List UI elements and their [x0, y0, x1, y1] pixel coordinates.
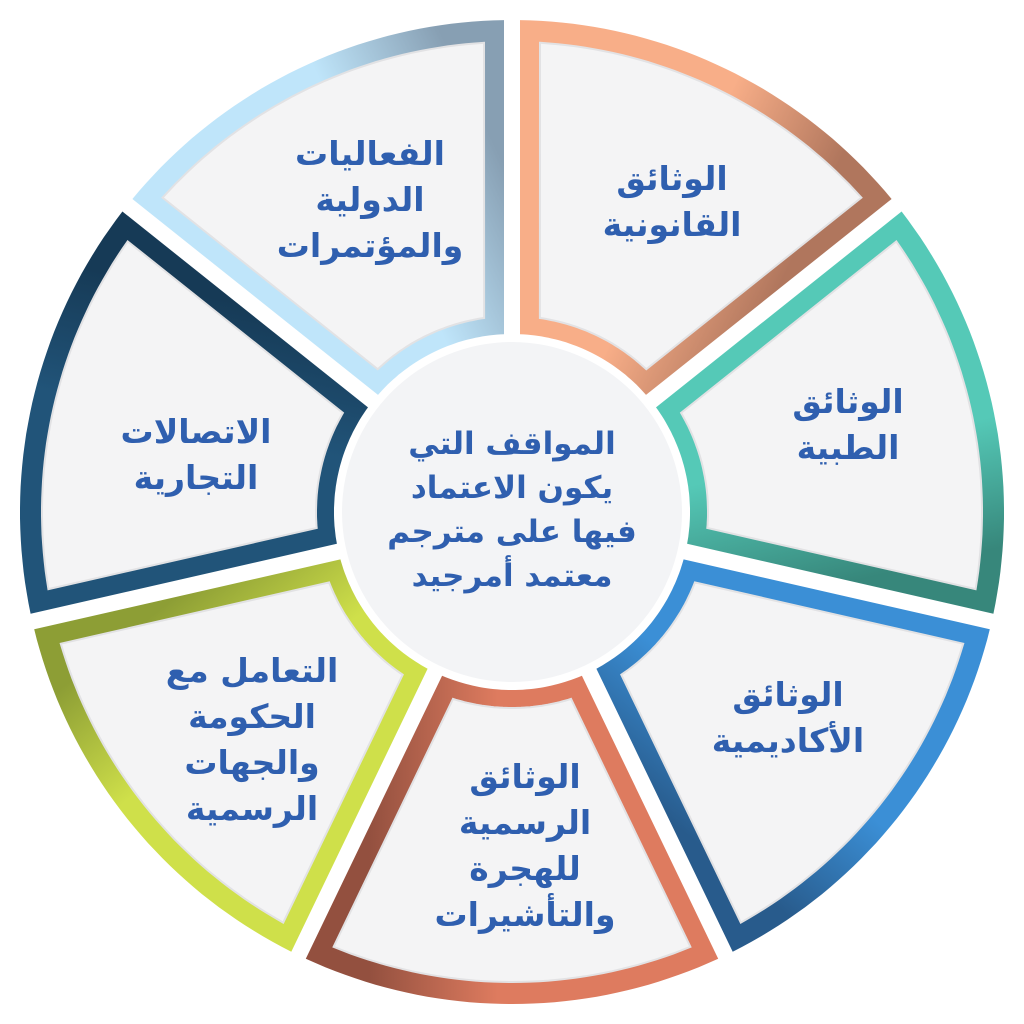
- segment-label-government: التعامل مع الحكومة والجهات الرسمية: [165, 651, 339, 828]
- segment-panel-immigration: [332, 697, 692, 984]
- segment-panel-medical: [679, 239, 983, 591]
- segment-panel-telecom: [41, 239, 345, 591]
- segment-legal: [520, 20, 892, 395]
- segment-events: [132, 20, 504, 395]
- segment-government: [34, 559, 428, 952]
- segment-label-medical: الوثائق الطبية: [792, 382, 904, 467]
- segment-panel-government: [59, 581, 404, 925]
- segment-label-legal: الوثائق القانونية: [602, 159, 742, 244]
- center-title: المواقف التي يكون الاعتماد فيها على مترج…: [387, 426, 637, 594]
- segment-label-academic: الوثائق الأكاديمية: [711, 675, 865, 760]
- segment-telecom: [20, 211, 368, 614]
- center-circle: [342, 342, 682, 682]
- segment-panel-events: [161, 41, 486, 371]
- segment-medical: [656, 211, 1004, 614]
- segment-label-immigration: الوثائق الرسمية للهجرة والتأشيرات: [434, 757, 616, 934]
- segment-panel-legal: [538, 41, 863, 371]
- segment-label-telecom: الاتصالات التجارية: [120, 412, 272, 497]
- segment-academic: [596, 559, 990, 952]
- segment-panel-academic: [620, 581, 965, 925]
- segment-label-events: الفعاليات الدولية والمؤتمرات: [276, 134, 464, 265]
- segment-immigration: [305, 675, 719, 1004]
